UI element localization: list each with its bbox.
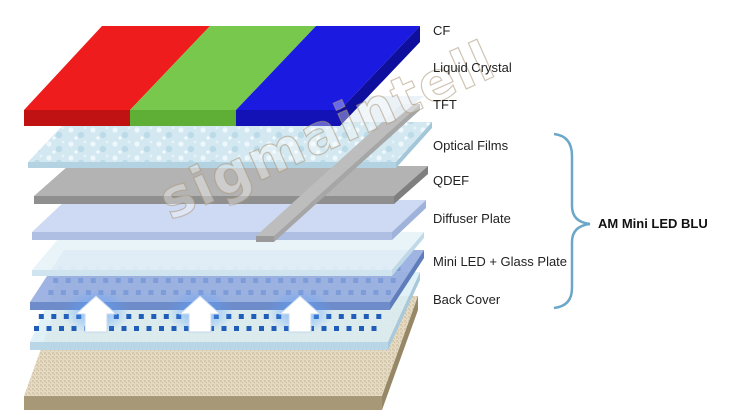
group-brace: [553, 132, 591, 310]
label-diffuser-plate: Diffuser Plate: [433, 211, 511, 226]
label-qdef: QDEF: [433, 173, 470, 188]
led-dot: [363, 314, 369, 319]
tft-layer: [256, 104, 420, 242]
led-dot: [138, 314, 144, 319]
led-dot: [34, 326, 39, 331]
led-dot: [271, 326, 277, 331]
led-dot: [134, 326, 139, 331]
led-dot: [263, 314, 269, 319]
led-dot: [59, 326, 64, 331]
led-dot: [159, 326, 164, 331]
cf-green-block: [130, 26, 316, 110]
light-arrows: [62, 290, 334, 334]
diffuser-layer: [32, 200, 426, 240]
led-dot: [146, 326, 152, 331]
light-arrow-icon: [178, 295, 222, 333]
led-dot: [346, 326, 352, 331]
mini-led-sheet-layer: [32, 232, 424, 276]
led-dot: [359, 326, 364, 331]
led-dot: [171, 326, 177, 331]
led-dot: [351, 314, 357, 319]
led-dot: [251, 314, 257, 319]
led-dot: [376, 314, 382, 319]
light-arrow-icon: [74, 295, 118, 333]
group-label-am-mini-led-blu: AM Mini LED BLU: [598, 216, 708, 231]
cf-red-block: [24, 26, 210, 110]
led-dot: [51, 314, 57, 319]
led-dot: [338, 314, 344, 319]
label-mini-led-glass-plate: Mini LED + Glass Plate: [433, 254, 568, 269]
led-dot: [121, 326, 127, 331]
optical-films-layer: [28, 122, 432, 168]
led-dot: [371, 326, 377, 331]
cf-layer: [24, 26, 420, 126]
led-dot: [321, 326, 327, 331]
label-back-cover: Back Cover: [433, 292, 501, 307]
led-dot: [259, 326, 264, 331]
led-dot: [246, 326, 252, 331]
label-cf: CF: [433, 23, 451, 38]
label-tft: TFT: [433, 97, 457, 112]
cf-blue-block: [236, 26, 420, 110]
led-dot: [46, 326, 52, 331]
led-dot: [151, 314, 157, 319]
led-dot: [163, 314, 169, 319]
label-optical-films: Optical Films: [433, 138, 509, 153]
led-dot: [221, 326, 227, 331]
led-dot: [234, 326, 239, 331]
led-dot: [238, 314, 244, 319]
light-arrow-icon: [278, 295, 322, 333]
led-dot: [38, 314, 44, 319]
led-dot: [334, 326, 339, 331]
label-liquid-crystal: Liquid Crystal: [433, 60, 512, 75]
